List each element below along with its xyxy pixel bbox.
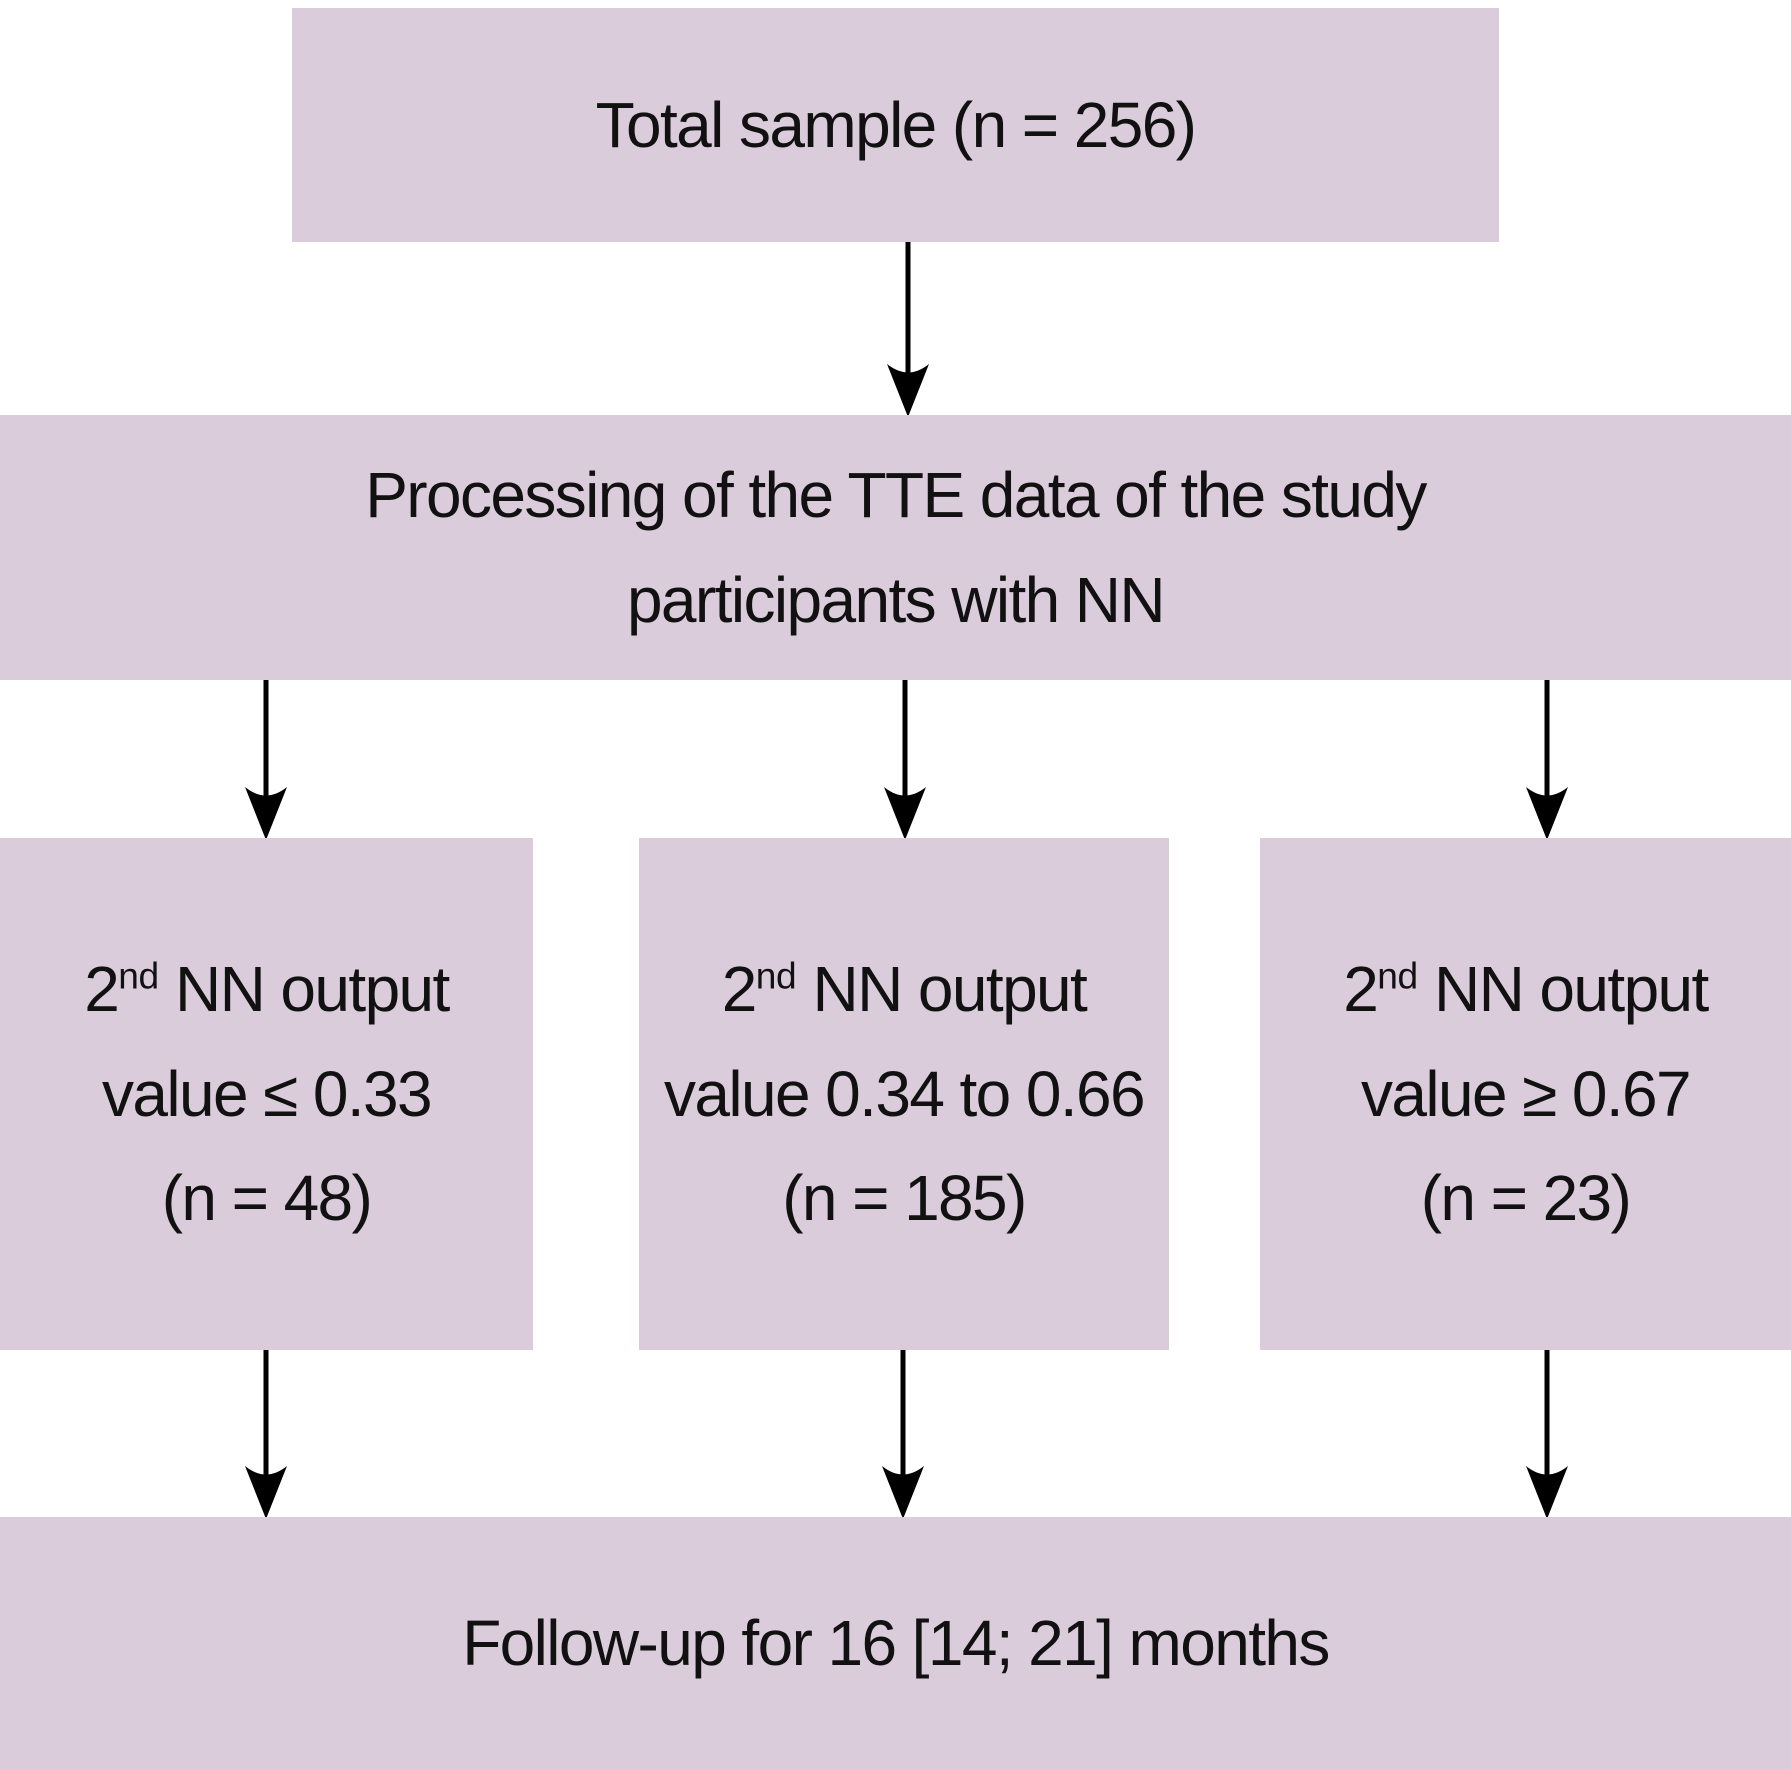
down-arrow	[882, 1350, 924, 1519]
total-sample-label: Total sample (n = 256)	[595, 88, 1197, 161]
down-arrow	[887, 242, 929, 417]
nn-output-low-line1: 2nd NN output	[84, 952, 450, 1025]
down-arrow	[245, 1350, 287, 1519]
nn-output-mid-line1: 2nd NN output	[721, 952, 1088, 1025]
down-arrow	[884, 680, 926, 840]
follow-up-box: Follow-up for 16 [14; 21] months	[0, 1517, 1791, 1769]
superscript-nd: nd	[1377, 954, 1418, 997]
processing-line1: Processing of the TTE data of the study	[365, 458, 1427, 531]
nn-output-low-line2: value ≤ 0.33	[101, 1057, 433, 1130]
nn-output-low-count: (n = 48)	[161, 1162, 373, 1235]
nn-output-high-count: (n = 23)	[1420, 1162, 1632, 1235]
down-arrow	[245, 680, 287, 840]
nn-output-high-line1: 2nd NN output	[1343, 952, 1709, 1025]
superscript-nd: nd	[755, 954, 797, 997]
down-arrow	[1526, 680, 1568, 840]
processing-box: Processing of the TTE data of the study …	[0, 415, 1791, 680]
nn-output-mid-box: 2nd NN output value 0.34 to 0.66 (n = 18…	[639, 838, 1169, 1350]
processing-line2: participants with NN	[626, 563, 1166, 636]
down-arrow	[1526, 1350, 1568, 1519]
total-sample-box: Total sample (n = 256)	[292, 8, 1499, 242]
nn-output-high-line2: value ≥ 0.67	[1360, 1057, 1692, 1130]
nn-output-high-box: 2nd NN output value ≥ 0.67 (n = 23)	[1260, 838, 1791, 1350]
superscript-nd: nd	[118, 954, 159, 997]
follow-up-label: Follow-up for 16 [14; 21] months	[462, 1606, 1330, 1679]
nn-output-low-box: 2nd NN output value ≤ 0.33 (n = 48)	[0, 838, 533, 1350]
nn-output-mid-count: (n = 185)	[782, 1162, 1027, 1235]
nn-output-mid-line2: value 0.34 to 0.66	[663, 1057, 1146, 1130]
